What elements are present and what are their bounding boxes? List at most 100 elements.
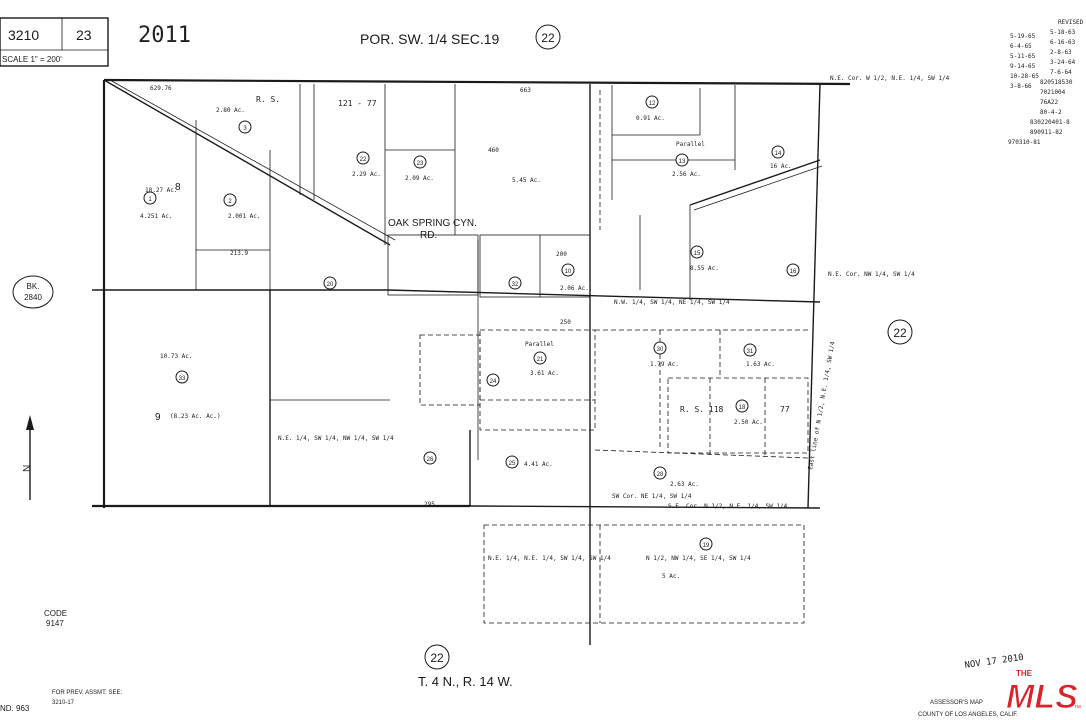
legal-descriptions: N.E. 1/4, SW 1/4, NW 1/4, SW 1/4 N.E. 1/… [278,75,950,562]
svg-text:2840: 2840 [24,293,42,302]
svg-text:830220401-8: 830220401-8 [1030,119,1070,126]
parcel-22: 22 2.29 Ac. [352,151,381,178]
township-range: T. 4 N., R. 14 W. [418,674,513,689]
svg-text:18.27 Ac.: 18.27 Ac. [145,187,178,194]
svg-text:80-4-2: 80-4-2 [1040,109,1062,116]
parallel-label-1: Parallel [676,141,705,148]
mls-logo: THE MLS ™ [1006,669,1082,717]
map-year: 2011 [138,23,191,48]
map-book-number: 3210 [8,27,39,43]
svg-text:8: 8 [175,182,181,193]
svg-text:33: 33 [179,376,186,382]
revision-list: REVISED 5-19-65 6-4-65 5-11-65 9-14-65 1… [1008,19,1084,146]
road-name-line1: OAK SPRING CYN. [388,218,477,229]
parcel-lines-east [483,329,809,624]
svg-text:4.41 Ac.: 4.41 Ac. [524,461,553,468]
svg-text:6-16-63: 6-16-63 [1050,39,1076,46]
svg-text:7-6-64: 7-6-64 [1050,69,1072,76]
svg-text:76A22: 76A22 [1040,99,1058,106]
svg-text:5 Ac.: 5 Ac. [662,573,680,580]
code-label: CODE [44,609,67,618]
svg-text:16: 16 [790,269,797,275]
parcel-2: 22.001 Ac. [223,193,261,220]
parcel-31: 31 1.63 Ac. [743,343,775,368]
svg-text:5.45 Ac.: 5.45 Ac. [512,177,541,184]
svg-text:22: 22 [430,651,444,665]
svg-text:970310-81: 970310-81 [1008,139,1041,146]
svg-text:THE: THE [1016,669,1033,678]
svg-text:5-11-65: 5-11-65 [1010,53,1036,60]
svg-text:30: 30 [657,347,664,353]
svg-text:N.E. Cor. W 1/2, N.E. 1/4, SW: N.E. Cor. W 1/2, N.E. 1/4, SW 1/4 [830,75,950,82]
svg-text:N.E. Cor. NW 1/4, SW 1/4: N.E. Cor. NW 1/4, SW 1/4 [828,271,915,278]
parcel-lines-center [269,85,736,506]
svg-text:28: 28 [657,472,664,478]
parcel-24: 24 [486,373,500,387]
parcel-32: 32 [508,276,522,290]
svg-text:N: N [22,465,33,472]
svg-text:1.79 Ac.: 1.79 Ac. [650,361,679,368]
parcel-33: 33 [175,370,189,384]
svg-text:10: 10 [565,269,572,275]
svg-text:10-28-65: 10-28-65 [1010,73,1039,80]
section-circle-right: 22 [887,319,913,345]
svg-text:26: 26 [427,457,434,463]
parcel-23: 23 2.09 Ac. [405,155,434,182]
diagonal-easements [103,79,823,246]
svg-text:820518530: 820518530 [1040,79,1073,86]
svg-text:5-19-65: 5-19-65 [1010,33,1036,40]
assessor-label: ASSESSOR'S MAP [930,700,983,706]
svg-text:8.55 Ac.: 8.55 Ac. [690,265,719,272]
svg-text:™: ™ [1074,705,1081,712]
parcel-18: 182.50 Ac. [734,399,763,426]
parcel-1: 14.251 Ac. [140,191,173,220]
svg-text:7021004: 7021004 [1040,89,1066,96]
parcel-21: 213.61 Ac. [530,351,559,377]
prev-assessment-ref: 3210-17 [52,700,75,706]
dimension-labels: 629.76 2.80 Ac. 10.73 Ac. 18.27 Ac. 295 … [145,85,571,508]
svg-text:1.63 Ac.: 1.63 Ac. [746,361,775,368]
svg-text:2-8-63: 2-8-63 [1050,49,1072,56]
parcel-10: 102.06 Ac. [560,263,589,292]
svg-text:10.73 Ac.: 10.73 Ac. [160,353,193,360]
adjacent-book-reference: BK. 2840 [12,275,54,309]
svg-text:24: 24 [490,379,497,385]
svg-text:18: 18 [739,405,746,411]
svg-text:22: 22 [893,326,907,340]
parcel-15: 158.55 Ac. [690,245,719,272]
parcel-11: 5.45 Ac. [512,177,541,184]
map-scale: SCALE 1" = 200' [2,55,62,64]
svg-text:2.09 Ac.: 2.09 Ac. [405,175,434,182]
section-circle-top [535,24,561,50]
svg-text:REVISED: REVISED [1058,19,1084,26]
svg-text:3: 3 [243,126,247,132]
svg-text:MLS: MLS [1006,678,1078,716]
svg-text:1: 1 [148,197,152,203]
svg-text:663: 663 [520,87,531,94]
parcel-markers: 14.251 Ac. 22.001 Ac. 3 8 9(8.23 Ac. Ac.… [140,95,800,580]
rs-bottom-number: 77 [780,405,790,414]
parcel-8: 8 [175,182,181,193]
parcel-19: 195 Ac. [662,537,713,580]
svg-text:213.9: 213.9 [230,250,248,257]
svg-text:N.E. 1/4, N.E. 1/4, SW 1/4, SW: N.E. 1/4, N.E. 1/4, SW 1/4, SW 1/4 [488,555,611,562]
svg-text:23: 23 [417,161,424,167]
map-page-number: 23 [76,27,92,43]
svg-text:629.76: 629.76 [150,85,172,92]
parcel-30: 30 1.79 Ac. [650,341,679,368]
svg-text:12: 12 [649,101,656,107]
svg-text:20: 20 [327,282,334,288]
svg-text:2.80 Ac.: 2.80 Ac. [216,107,245,114]
svg-text:250: 250 [560,319,571,326]
svg-text:31: 31 [747,349,754,355]
north-arrow-icon: N [22,415,34,500]
parcel-9: 9(8.23 Ac. Ac.) [155,412,221,423]
svg-text:890911-82: 890911-82 [1030,129,1063,136]
map-title: POR. SW. 1/4 SEC.19 [360,31,499,47]
parcel-13: 132.56 Ac. [672,153,701,178]
svg-text:16 Ac.: 16 Ac. [770,163,792,170]
svg-text:2.29 Ac.: 2.29 Ac. [352,171,381,178]
code-number: 9147 [46,619,64,628]
svg-text:22: 22 [360,157,367,163]
